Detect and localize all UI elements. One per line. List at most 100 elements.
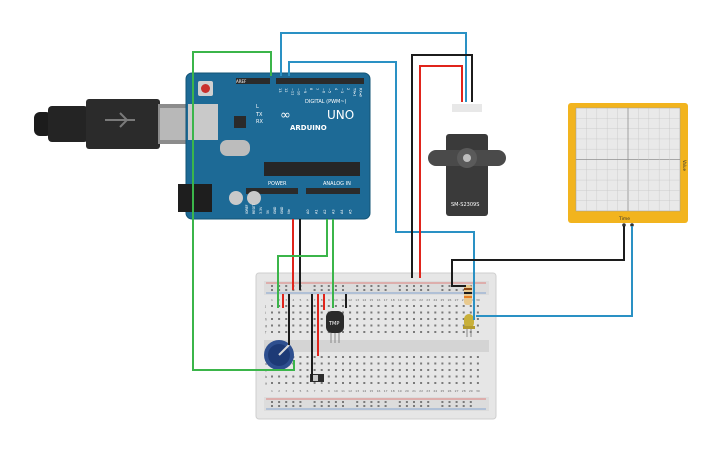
column-number: 18	[391, 389, 395, 393]
rx-label: RX	[256, 119, 263, 125]
column-number: 9	[328, 389, 330, 393]
row-letter: i	[265, 311, 266, 315]
center-channel	[264, 340, 489, 352]
power-pin-label: 3.3V	[259, 206, 263, 214]
column-number: 15	[369, 389, 373, 393]
arduino-uno-board[interactable]: ARDUINO UNO ∞ DIGITAL (PWM~) POWER ANALO…	[178, 72, 371, 220]
wire-red-servo-vcc[interactable]	[419, 65, 463, 278]
column-number: 7	[314, 389, 316, 393]
column-number: 16	[377, 389, 381, 393]
arduino-brand-label: ARDUINO	[290, 124, 327, 132]
column-number: 4	[292, 298, 294, 302]
power-pin-label: GND	[273, 206, 277, 214]
servo-motor[interactable]: SM-S2309S	[428, 104, 506, 216]
column-number: 28	[462, 298, 466, 302]
power-pin-label: GND	[280, 206, 284, 214]
column-number: 11	[341, 298, 345, 302]
wires	[192, 32, 633, 380]
power-pin-label: 5V	[266, 209, 270, 214]
power-pin-label: IOREF	[245, 204, 249, 214]
analog-label: ANALOG IN	[323, 181, 351, 187]
wire-blue-led[interactable]	[288, 61, 475, 320]
digital-pin-label: 8	[309, 88, 313, 90]
top-power-rail	[264, 281, 489, 295]
column-number: 2	[278, 298, 280, 302]
column-number: 14	[362, 389, 366, 393]
digital-pin-label: ~3	[340, 88, 344, 93]
column-number: 28	[462, 389, 466, 393]
row-letter: h	[265, 318, 267, 322]
wire-black-plotter[interactable]	[451, 226, 625, 287]
aref-label: AREF	[236, 79, 247, 84]
potentiometer[interactable]	[264, 340, 294, 370]
plotter-time-label: Time	[618, 216, 630, 222]
column-number: 11	[341, 389, 345, 393]
arduino-model-label: UNO	[327, 108, 354, 122]
column-number: 5	[299, 389, 301, 393]
column-number: 12	[348, 389, 352, 393]
power-label: POWER	[268, 181, 287, 187]
plotter-grid	[576, 108, 680, 211]
digital-pin-label: ~11	[290, 88, 294, 95]
row-letter: b	[265, 375, 268, 379]
row-letter: d	[265, 362, 267, 366]
wire-green-pot[interactable]	[192, 51, 295, 371]
column-number: 30	[476, 298, 480, 302]
column-number: 4	[292, 389, 294, 393]
column-number: 3	[285, 389, 287, 393]
column-number: 26	[448, 298, 452, 302]
servo-label: SM-S2309S	[451, 202, 479, 208]
column-number: 26	[448, 389, 452, 393]
row-letter: f	[265, 331, 267, 335]
tx-label: TX	[255, 112, 263, 118]
column-number: 18	[391, 298, 395, 302]
column-number: 20	[405, 389, 409, 393]
analog-pin-label: A2	[323, 209, 327, 214]
l-led-label: L	[256, 104, 259, 110]
wire-green-a0[interactable]	[277, 219, 328, 308]
digital-pin-label: 2	[346, 88, 350, 90]
column-number: 27	[455, 298, 459, 302]
column-number: 30	[476, 389, 480, 393]
power-jack	[178, 184, 212, 212]
column-number: 16	[377, 298, 381, 302]
column-number: 8	[321, 298, 323, 302]
column-number: 7	[314, 298, 316, 302]
arduino-logo-icon: ∞	[280, 108, 291, 123]
led[interactable]	[463, 314, 475, 337]
column-number: 25	[440, 298, 444, 302]
row-letter: a	[265, 382, 267, 386]
digital-pin-label: 13	[278, 88, 282, 92]
usb-cable	[34, 99, 192, 149]
digital-header-left	[236, 78, 270, 84]
column-number: 6	[307, 389, 309, 393]
breadboard[interactable]: 1122334455667788991010111112121313141415…	[255, 272, 497, 420]
temperature-sensor[interactable]: TMP	[326, 311, 344, 343]
column-number: 27	[455, 389, 459, 393]
digital-pin-label: 4	[334, 88, 338, 91]
digital-header-label: DIGITAL (PWM~)	[305, 99, 347, 105]
capacitor-right	[247, 191, 261, 205]
column-number: 3	[285, 298, 287, 302]
column-number: 20	[405, 298, 409, 302]
column-number: 9	[328, 298, 330, 302]
bottom-power-rail	[264, 397, 489, 411]
analog-pin-label: A4	[340, 209, 344, 214]
row-letter: g	[265, 324, 267, 328]
analog-header	[306, 188, 360, 194]
wire-blue-plotter[interactable]	[476, 226, 633, 317]
analog-pin-label: A3	[332, 209, 336, 214]
column-number: 14	[362, 298, 366, 302]
servo-connector	[452, 104, 482, 112]
slide-switch[interactable]	[310, 374, 324, 382]
row-letter: j	[264, 305, 266, 309]
wire-blue-servo-signal[interactable]	[280, 32, 467, 102]
digital-pin-label: ~6	[321, 88, 325, 93]
column-number: 10	[334, 389, 338, 393]
serial-plotter[interactable]: Time Value	[568, 103, 688, 227]
resistor[interactable]	[464, 285, 472, 305]
column-number: 23	[426, 389, 430, 393]
wire-black-servo-gnd[interactable]	[411, 54, 473, 278]
